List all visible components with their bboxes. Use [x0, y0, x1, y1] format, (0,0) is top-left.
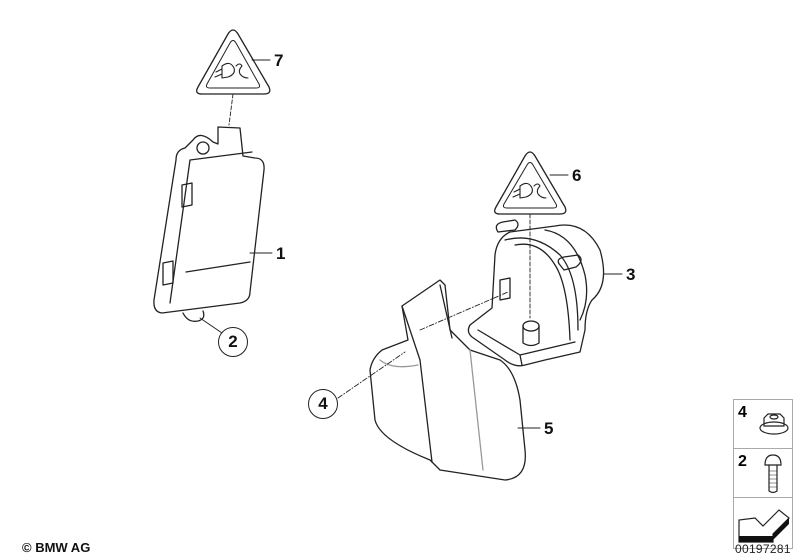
arrow-icon — [738, 509, 790, 543]
callout-6: 6 — [572, 166, 582, 185]
parts-legend: 4 2 — [733, 399, 793, 549]
cover-icon — [369, 279, 526, 481]
warning-label-6-icon — [494, 151, 567, 215]
callout-5: 5 — [544, 419, 554, 438]
warning-label-7-icon — [196, 29, 271, 95]
copyright: © BMW AG — [22, 540, 91, 555]
callout-7: 7 — [274, 51, 284, 70]
siren-icon — [467, 219, 605, 367]
screw-icon — [764, 454, 782, 494]
legend-label: 4 — [738, 404, 747, 421]
callout-4: 4 — [308, 389, 338, 419]
legend-label: 2 — [738, 453, 747, 470]
callout-2: 2 — [218, 327, 248, 357]
callout-3: 3 — [626, 265, 636, 284]
legend-item-nut: 4 — [734, 400, 792, 449]
legend-item-arrow — [734, 498, 792, 548]
image-number: 00197281 — [735, 542, 791, 556]
legend-item-screw: 2 — [734, 449, 792, 498]
nut-icon — [759, 413, 789, 435]
callout-1: 1 — [276, 244, 286, 263]
control-unit-icon — [153, 126, 265, 322]
